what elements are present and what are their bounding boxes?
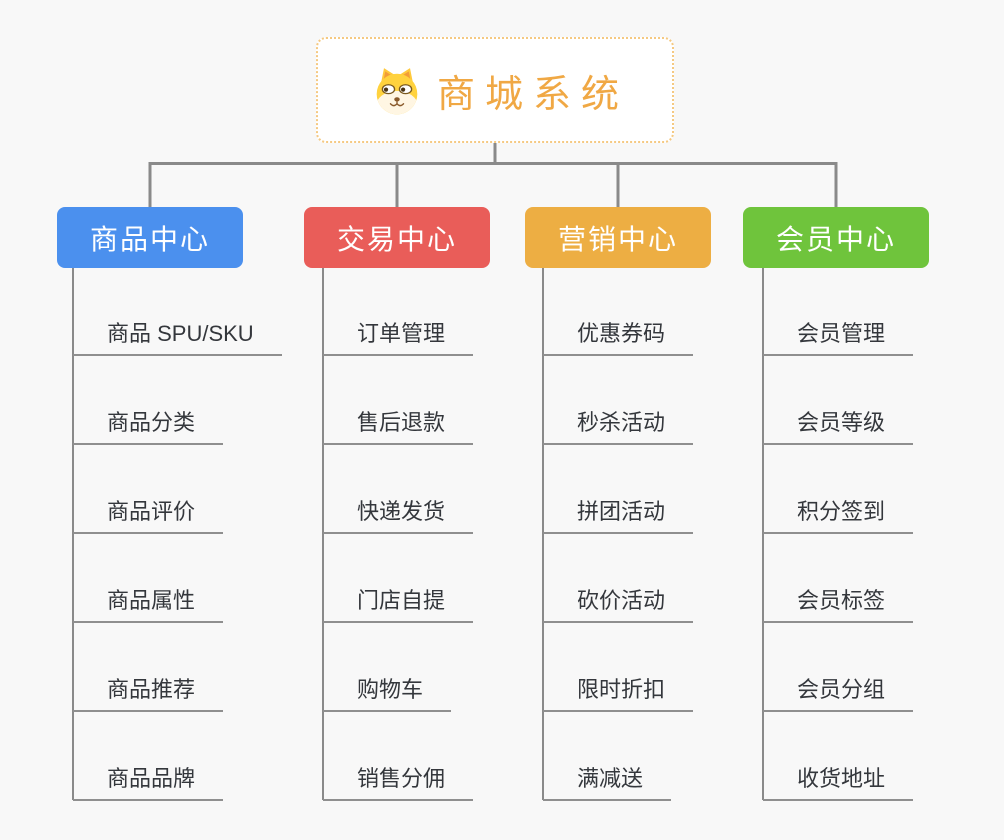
leaf-node[interactable]: 商品推荐: [73, 676, 224, 712]
branch-label: 商品中心: [89, 223, 210, 255]
leaf-node[interactable]: 商品 SPU/SKU: [73, 320, 282, 356]
root-node[interactable]: 商城系统: [316, 37, 674, 143]
branch-label: 会员中心: [775, 223, 896, 255]
dog-face-icon: [376, 68, 418, 115]
leaf-node[interactable]: 优惠券码: [543, 320, 694, 356]
leaf-node[interactable]: 会员等级: [763, 409, 914, 445]
leaf-node[interactable]: 销售分佣: [323, 765, 474, 801]
branch-node-trade-center[interactable]: 交易中心: [304, 207, 490, 268]
leaf-node[interactable]: 积分签到: [763, 498, 914, 534]
leaf-node[interactable]: 会员分组: [763, 676, 914, 712]
leaf-node[interactable]: 拼团活动: [543, 498, 694, 534]
leaf-node[interactable]: 会员管理: [763, 320, 914, 356]
leaf-node[interactable]: 订单管理: [323, 320, 474, 356]
leaf-node[interactable]: 收货地址: [763, 765, 914, 801]
branch-node-member-center[interactable]: 会员中心: [743, 207, 929, 268]
branch-label: 营销中心: [557, 223, 678, 255]
leaf-node[interactable]: 限时折扣: [543, 676, 694, 712]
leaf-node[interactable]: 商品分类: [73, 409, 224, 445]
leaf-node[interactable]: 满减送: [543, 765, 672, 801]
root-node-label: 商城系统: [436, 73, 629, 116]
branch-label: 交易中心: [336, 223, 457, 255]
leaf-node[interactable]: 售后退款: [323, 409, 474, 445]
leaf-node[interactable]: 商品评价: [73, 498, 224, 534]
leaf-node[interactable]: 秒杀活动: [543, 409, 694, 445]
leaf-node[interactable]: 商品属性: [73, 587, 224, 623]
leaf-node[interactable]: 快递发货: [323, 498, 474, 534]
leaf-node[interactable]: 购物车: [323, 676, 452, 712]
leaf-node[interactable]: 砍价活动: [543, 587, 694, 623]
branch-node-marketing-center[interactable]: 营销中心: [525, 207, 711, 268]
leaf-node[interactable]: 商品品牌: [73, 765, 224, 801]
branch-node-product-center[interactable]: 商品中心: [57, 207, 243, 268]
leaf-node[interactable]: 门店自提: [323, 587, 474, 623]
leaf-node[interactable]: 会员标签: [763, 587, 914, 623]
